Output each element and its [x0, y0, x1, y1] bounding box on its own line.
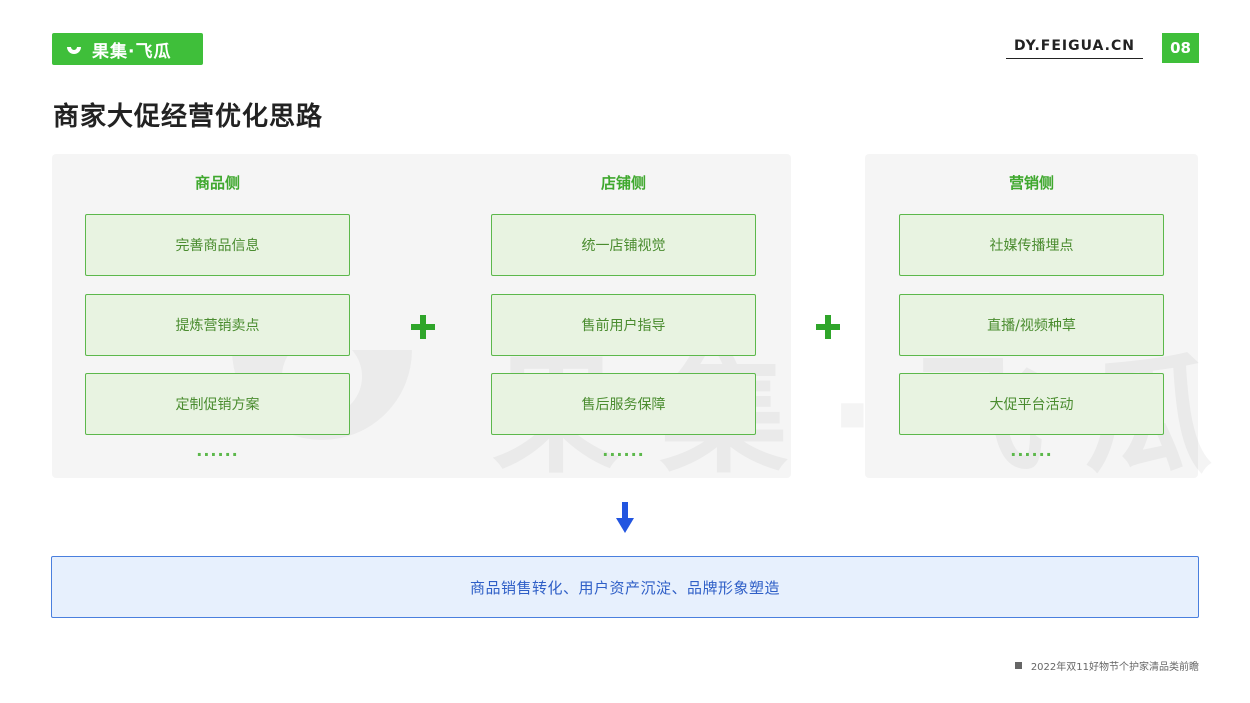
column-heading-marketing: 营销侧: [1008, 174, 1054, 192]
footer-text: 2022年双11好物节个护家清品类前瞻: [1030, 662, 1199, 673]
item-box: 售后服务保障: [491, 373, 756, 435]
item-box: 完善商品信息: [85, 214, 350, 276]
arrow-down-icon: [616, 502, 634, 533]
brand-logo: 果集·飞瓜: [52, 33, 203, 65]
plus-icon: [816, 315, 840, 339]
item-box: 提炼营销卖点: [85, 294, 350, 356]
more-ellipsis: ......: [1010, 441, 1053, 460]
item-box: 社媒传播埋点: [899, 214, 1164, 276]
logo-mark-icon: [67, 47, 81, 54]
site-url[interactable]: DY.FEIGUA.CN: [1006, 38, 1143, 59]
column-heading-product: 商品侧: [194, 174, 240, 192]
square-bullet-icon: [1014, 662, 1022, 669]
more-ellipsis: ......: [602, 441, 645, 460]
page-title: 商家大促经营优化思路: [53, 102, 324, 132]
item-box: 大促平台活动: [899, 373, 1164, 435]
plus-icon: [411, 315, 435, 339]
footer-source: 2022年双11好物节个护家清品类前瞻: [1014, 658, 1199, 673]
item-box: 直播/视频种草: [899, 294, 1164, 356]
item-box: 统一店铺视觉: [491, 214, 756, 276]
page-number: 08: [1162, 33, 1199, 63]
logo-text: 果集·飞瓜: [92, 41, 172, 62]
result-box: 商品销售转化、用户资产沉淀、品牌形象塑造: [51, 556, 1199, 618]
item-box: 售前用户指导: [491, 294, 756, 356]
more-ellipsis: ......: [196, 441, 239, 460]
column-heading-store: 店铺侧: [600, 174, 646, 192]
item-box: 定制促销方案: [85, 373, 350, 435]
